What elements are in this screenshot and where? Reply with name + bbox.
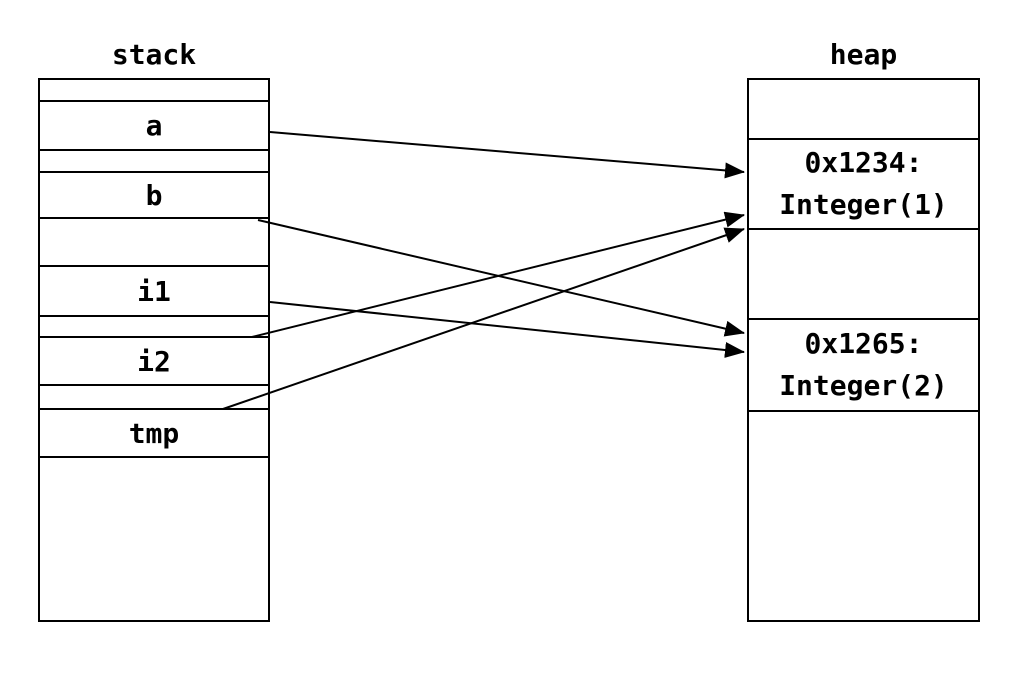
arrow-i2-to-0x1234 <box>251 211 745 338</box>
heap-title: heap <box>829 38 898 71</box>
stack-row-empty <box>40 219 268 267</box>
heap-row-empty <box>749 230 978 320</box>
heap-object-value: Integer(1) <box>779 188 948 221</box>
heap-object-0x1265: 0x1265: Integer(2) <box>749 320 978 412</box>
stack-row-label-a: a <box>145 109 163 142</box>
stack-row-empty <box>40 151 268 173</box>
stack-title: stack <box>111 38 197 71</box>
heap-column: 0x1234: Integer(1) 0x1265: Integer(2) <box>747 78 980 622</box>
stack-row-empty <box>40 80 268 102</box>
heap-row-empty <box>749 80 978 140</box>
stack-row-label-b: b <box>145 178 163 212</box>
stack-row-i2: i2 <box>40 338 268 386</box>
stack-row-empty <box>40 317 268 338</box>
arrow-b-to-0x1265 <box>257 219 745 337</box>
heap-object-value: Integer(2) <box>779 369 948 402</box>
heap-row-empty <box>749 412 978 620</box>
arrow-i1-to-0x1265 <box>269 301 745 358</box>
heap-object-0x1234: 0x1234: Integer(1) <box>749 140 978 230</box>
heap-object-address: 0x1265: <box>804 327 923 360</box>
stack-row-empty <box>40 386 268 410</box>
stack-row-i1: i1 <box>40 267 268 317</box>
arrow-a-to-0x1234 <box>269 131 745 179</box>
stack-row-label-tmp: tmp <box>128 416 180 450</box>
stack-column: a b i1 i2 tmp <box>38 78 270 622</box>
arrow-tmp-to-0x1234 <box>222 227 745 410</box>
stack-row-b: b <box>40 173 268 219</box>
stack-row-label-i2: i2 <box>137 344 171 378</box>
stack-row-label-i1: i1 <box>137 274 171 308</box>
stack-row-tmp: tmp <box>40 410 268 458</box>
heap-object-address: 0x1234: <box>804 146 923 179</box>
stack-row-a: a <box>40 102 268 151</box>
stack-row-empty <box>40 458 268 620</box>
